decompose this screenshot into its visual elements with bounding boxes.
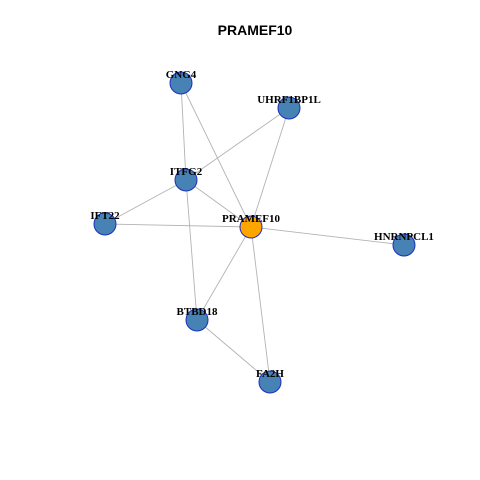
node-label-itfg2: ITFG2 (170, 166, 203, 178)
node-uhrf1bp1l (277, 96, 301, 120)
node-label-btbd18: BTBD18 (177, 306, 218, 318)
node-label-hnrnpcl1: HNRNPCL1 (374, 231, 434, 243)
edge-itfg2-ift22 (104, 179, 187, 225)
node-hnrnpcl1 (392, 233, 416, 257)
node-label-uhrf1bp1l: UHRF1BP1L (257, 94, 321, 106)
edge-itfg2-btbd18 (185, 179, 198, 321)
node-pramef10 (239, 215, 263, 239)
node-label-gng4: GNG4 (166, 69, 197, 81)
graph-title: PRAMEF10 (218, 22, 293, 38)
edge-pramef10-btbd18 (196, 226, 252, 321)
edge-uhrf1bp1l-itfg2 (185, 107, 290, 181)
node-gng4 (169, 71, 193, 95)
edge-pramef10-hnrnpcl1 (250, 226, 405, 246)
edge-pramef10-fa2h (250, 226, 271, 383)
edge-btbd18-fa2h (196, 319, 271, 383)
nodes-layer (93, 71, 416, 394)
node-label-pramef10: PRAMEF10 (222, 213, 281, 225)
node-itfg2 (174, 168, 198, 192)
edge-itfg2-pramef10 (185, 179, 252, 228)
edge-gng4-itfg2 (180, 82, 187, 181)
node-label-fa2h: FA2H (256, 368, 284, 380)
edge-gng4-pramef10 (180, 82, 252, 228)
node-ift22 (93, 212, 117, 236)
node-label-ift22: IFT22 (90, 210, 120, 222)
node-btbd18 (185, 308, 209, 332)
edge-ift22-pramef10 (104, 223, 252, 228)
node-fa2h (258, 370, 282, 394)
edge-uhrf1bp1l-pramef10 (250, 107, 290, 228)
edges-layer (104, 82, 405, 383)
